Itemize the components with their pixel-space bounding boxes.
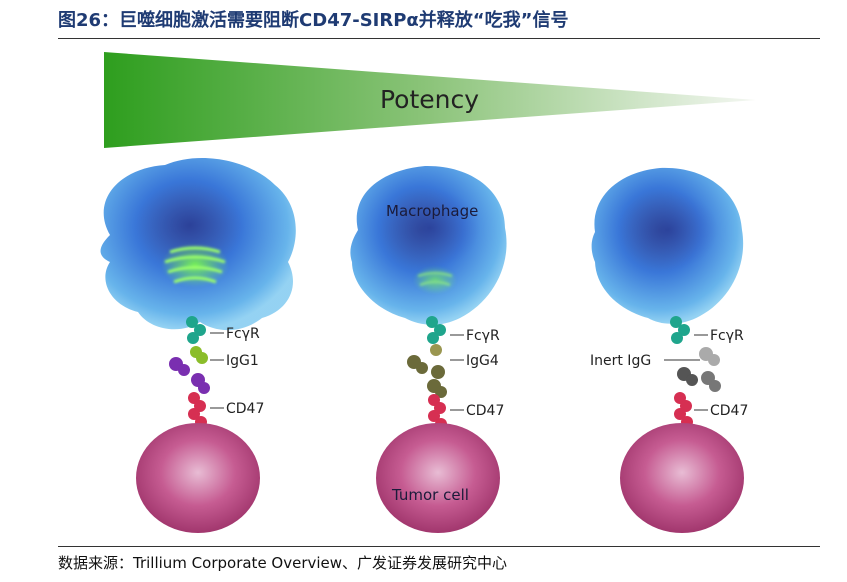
potency-wedge	[104, 52, 756, 148]
fcr-label-3: FcγR	[710, 328, 744, 344]
tumor-cell-3	[620, 423, 744, 533]
panel-igg4: Macrophage Tumor cell FcγR IgG4 CD47	[350, 165, 507, 533]
panel-inert-igg: FcγR Inert IgG CD47	[590, 167, 748, 533]
nucleus-3	[618, 190, 718, 270]
inert-igg-antibody	[677, 347, 721, 392]
cd47-label-3: CD47	[710, 403, 748, 419]
faint-activation-glow	[413, 266, 457, 294]
panel-igg1: FcγR IgG1 CD47	[100, 157, 296, 533]
antibody-label-3: Inert IgG	[590, 353, 651, 369]
source-note: 数据来源：Trillium Corporate Overview、广发证券发展研…	[58, 554, 508, 572]
fcr-receptor-1	[186, 316, 206, 344]
figure-title: 图26：巨噬细胞激活需要阻断CD47-SIRPα并释放“吃我”信号	[58, 10, 569, 31]
igg1-antibody	[169, 346, 210, 394]
cd47-label-1: CD47	[226, 401, 264, 417]
igg4-antibody	[407, 344, 447, 398]
fcr-label-1: FcγR	[226, 326, 260, 342]
nucleus-2	[380, 188, 480, 268]
cd47-label-2: CD47	[466, 403, 504, 419]
nucleus-1	[135, 183, 245, 267]
potency-label: Potency	[380, 85, 479, 114]
fcr-receptor-2	[426, 316, 446, 344]
tumor-cell-label: Tumor cell	[391, 486, 469, 504]
cd47-protein-1	[188, 392, 207, 428]
antibody-label-2: IgG4	[466, 353, 499, 369]
source-divider	[58, 546, 820, 547]
tumor-cell-2	[376, 423, 500, 533]
cd47-protein-3	[674, 392, 693, 428]
activation-glow	[161, 243, 229, 287]
macrophage-label: Macrophage	[386, 202, 478, 220]
tumor-cell-1	[136, 423, 260, 533]
fcr-label-2: FcγR	[466, 328, 500, 344]
title-divider	[58, 38, 820, 39]
antibody-label-1: IgG1	[226, 353, 259, 369]
fcr-receptor-3	[670, 316, 690, 344]
